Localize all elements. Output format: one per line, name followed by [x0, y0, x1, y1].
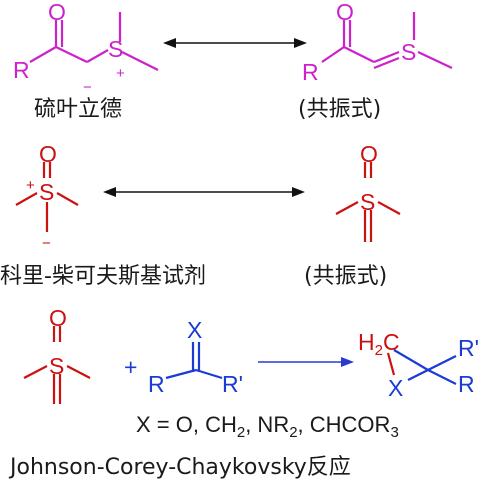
reaction-name: Johnson-Corey-Chaykovsky反应: [8, 455, 351, 480]
x-list-sub-1: 2: [237, 424, 245, 441]
x-list-mid: , NR: [245, 412, 289, 437]
x-list-prefix: X = O, CH: [136, 412, 237, 437]
x-list-sub-2: 2: [289, 424, 297, 441]
caption-corey-chaykovsky-reagent: 科里-柴可夫斯基试剂: [0, 264, 206, 289]
product-c: C: [383, 329, 400, 355]
reagent-oxygen: O: [39, 141, 57, 167]
x-definition-list: X = O, CH2, NR2, CHCOR3: [136, 412, 399, 441]
caption-sulfur-ylide: 硫叶立德: [34, 97, 122, 122]
corey-chaykovsky-reagent: [15, 162, 79, 232]
product-h: H: [358, 329, 375, 355]
reagent-resonance-sulfur: S: [360, 189, 375, 215]
reaction-arrow: [258, 357, 354, 367]
ylide-sulfur: S: [108, 36, 123, 62]
resonance-r-group: R: [302, 59, 319, 85]
x-list-sub-3: 3: [390, 424, 398, 441]
resonance-oxygen: O: [336, 0, 354, 25]
product-ch2: H2C: [358, 329, 400, 359]
reactant-oxygen: O: [49, 305, 67, 331]
x-list-suffix: , CHCOR: [298, 412, 391, 437]
product-h-subscript: 2: [375, 342, 383, 359]
reactant-sulfur: S: [49, 353, 64, 379]
caption-resonance-1: (共振式): [298, 97, 381, 122]
reagent-resonance-form: [335, 162, 401, 242]
ylide-oxygen: O: [48, 0, 66, 25]
ylide-plus-charge: +: [116, 65, 125, 82]
reagent-resonance-oxygen: O: [360, 141, 378, 167]
caption-resonance-2: (共振式): [304, 264, 387, 289]
carbonyl-r: R: [148, 371, 165, 397]
ylide-r-group: R: [13, 57, 30, 83]
sulfoxonium-reactant: [23, 326, 91, 404]
reagent-minus-charge: −: [42, 235, 51, 252]
product-r: R: [458, 371, 475, 397]
carbonyl-r-prime: R': [222, 371, 243, 397]
ylide-resonance-form: [321, 12, 453, 70]
reagent-sulfur: S: [39, 179, 54, 205]
carbonyl-x: X: [187, 317, 202, 343]
product-r-prime: R': [458, 335, 479, 361]
reagent-plus-charge: +: [26, 177, 35, 194]
resonance-sulfur: S: [401, 39, 416, 65]
resonance-arrow-2: [103, 187, 305, 197]
plus-sign: +: [124, 354, 137, 380]
resonance-arrow-1: [163, 38, 307, 48]
product-ring: [386, 349, 457, 385]
sulfonium-ylide: [29, 12, 159, 71]
carbonyl-reactant: [165, 342, 223, 380]
product-x: X: [388, 375, 403, 401]
ylide-minus-charge: −: [83, 79, 92, 96]
